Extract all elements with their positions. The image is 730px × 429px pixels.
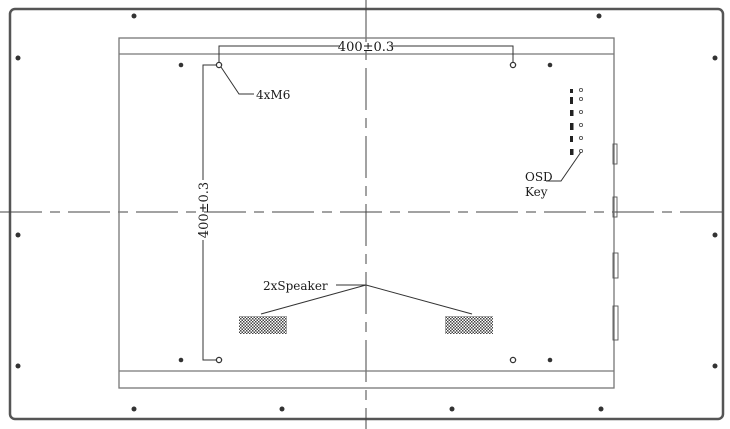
vesa-mount-holes bbox=[215, 61, 517, 364]
horizontal-dimension-label: 400±0.3 bbox=[338, 40, 394, 55]
mount-callout-leader bbox=[220, 66, 254, 95]
speaker-right bbox=[445, 316, 493, 334]
osd-keys bbox=[570, 87, 584, 155]
rear-chassis bbox=[118, 37, 615, 389]
speaker-left bbox=[239, 316, 287, 334]
speaker-callout-leaders bbox=[260, 284, 473, 315]
chassis-screws bbox=[178, 62, 553, 363]
osd-callout-leader bbox=[546, 151, 582, 182]
side-io-connectors bbox=[612, 143, 619, 341]
vertical-dimension bbox=[202, 64, 216, 361]
vertical-dimension-label: 400±0.3 bbox=[197, 182, 212, 238]
horizontal-dimension bbox=[218, 45, 514, 62]
speaker-callout: 2xSpeaker bbox=[263, 279, 328, 293]
osd-callout-line1: OSD bbox=[525, 170, 553, 184]
osd-callout-line2: Key bbox=[525, 185, 548, 199]
mount-holes-callout: 4xM6 bbox=[256, 88, 290, 102]
bezel-screws bbox=[15, 13, 718, 412]
